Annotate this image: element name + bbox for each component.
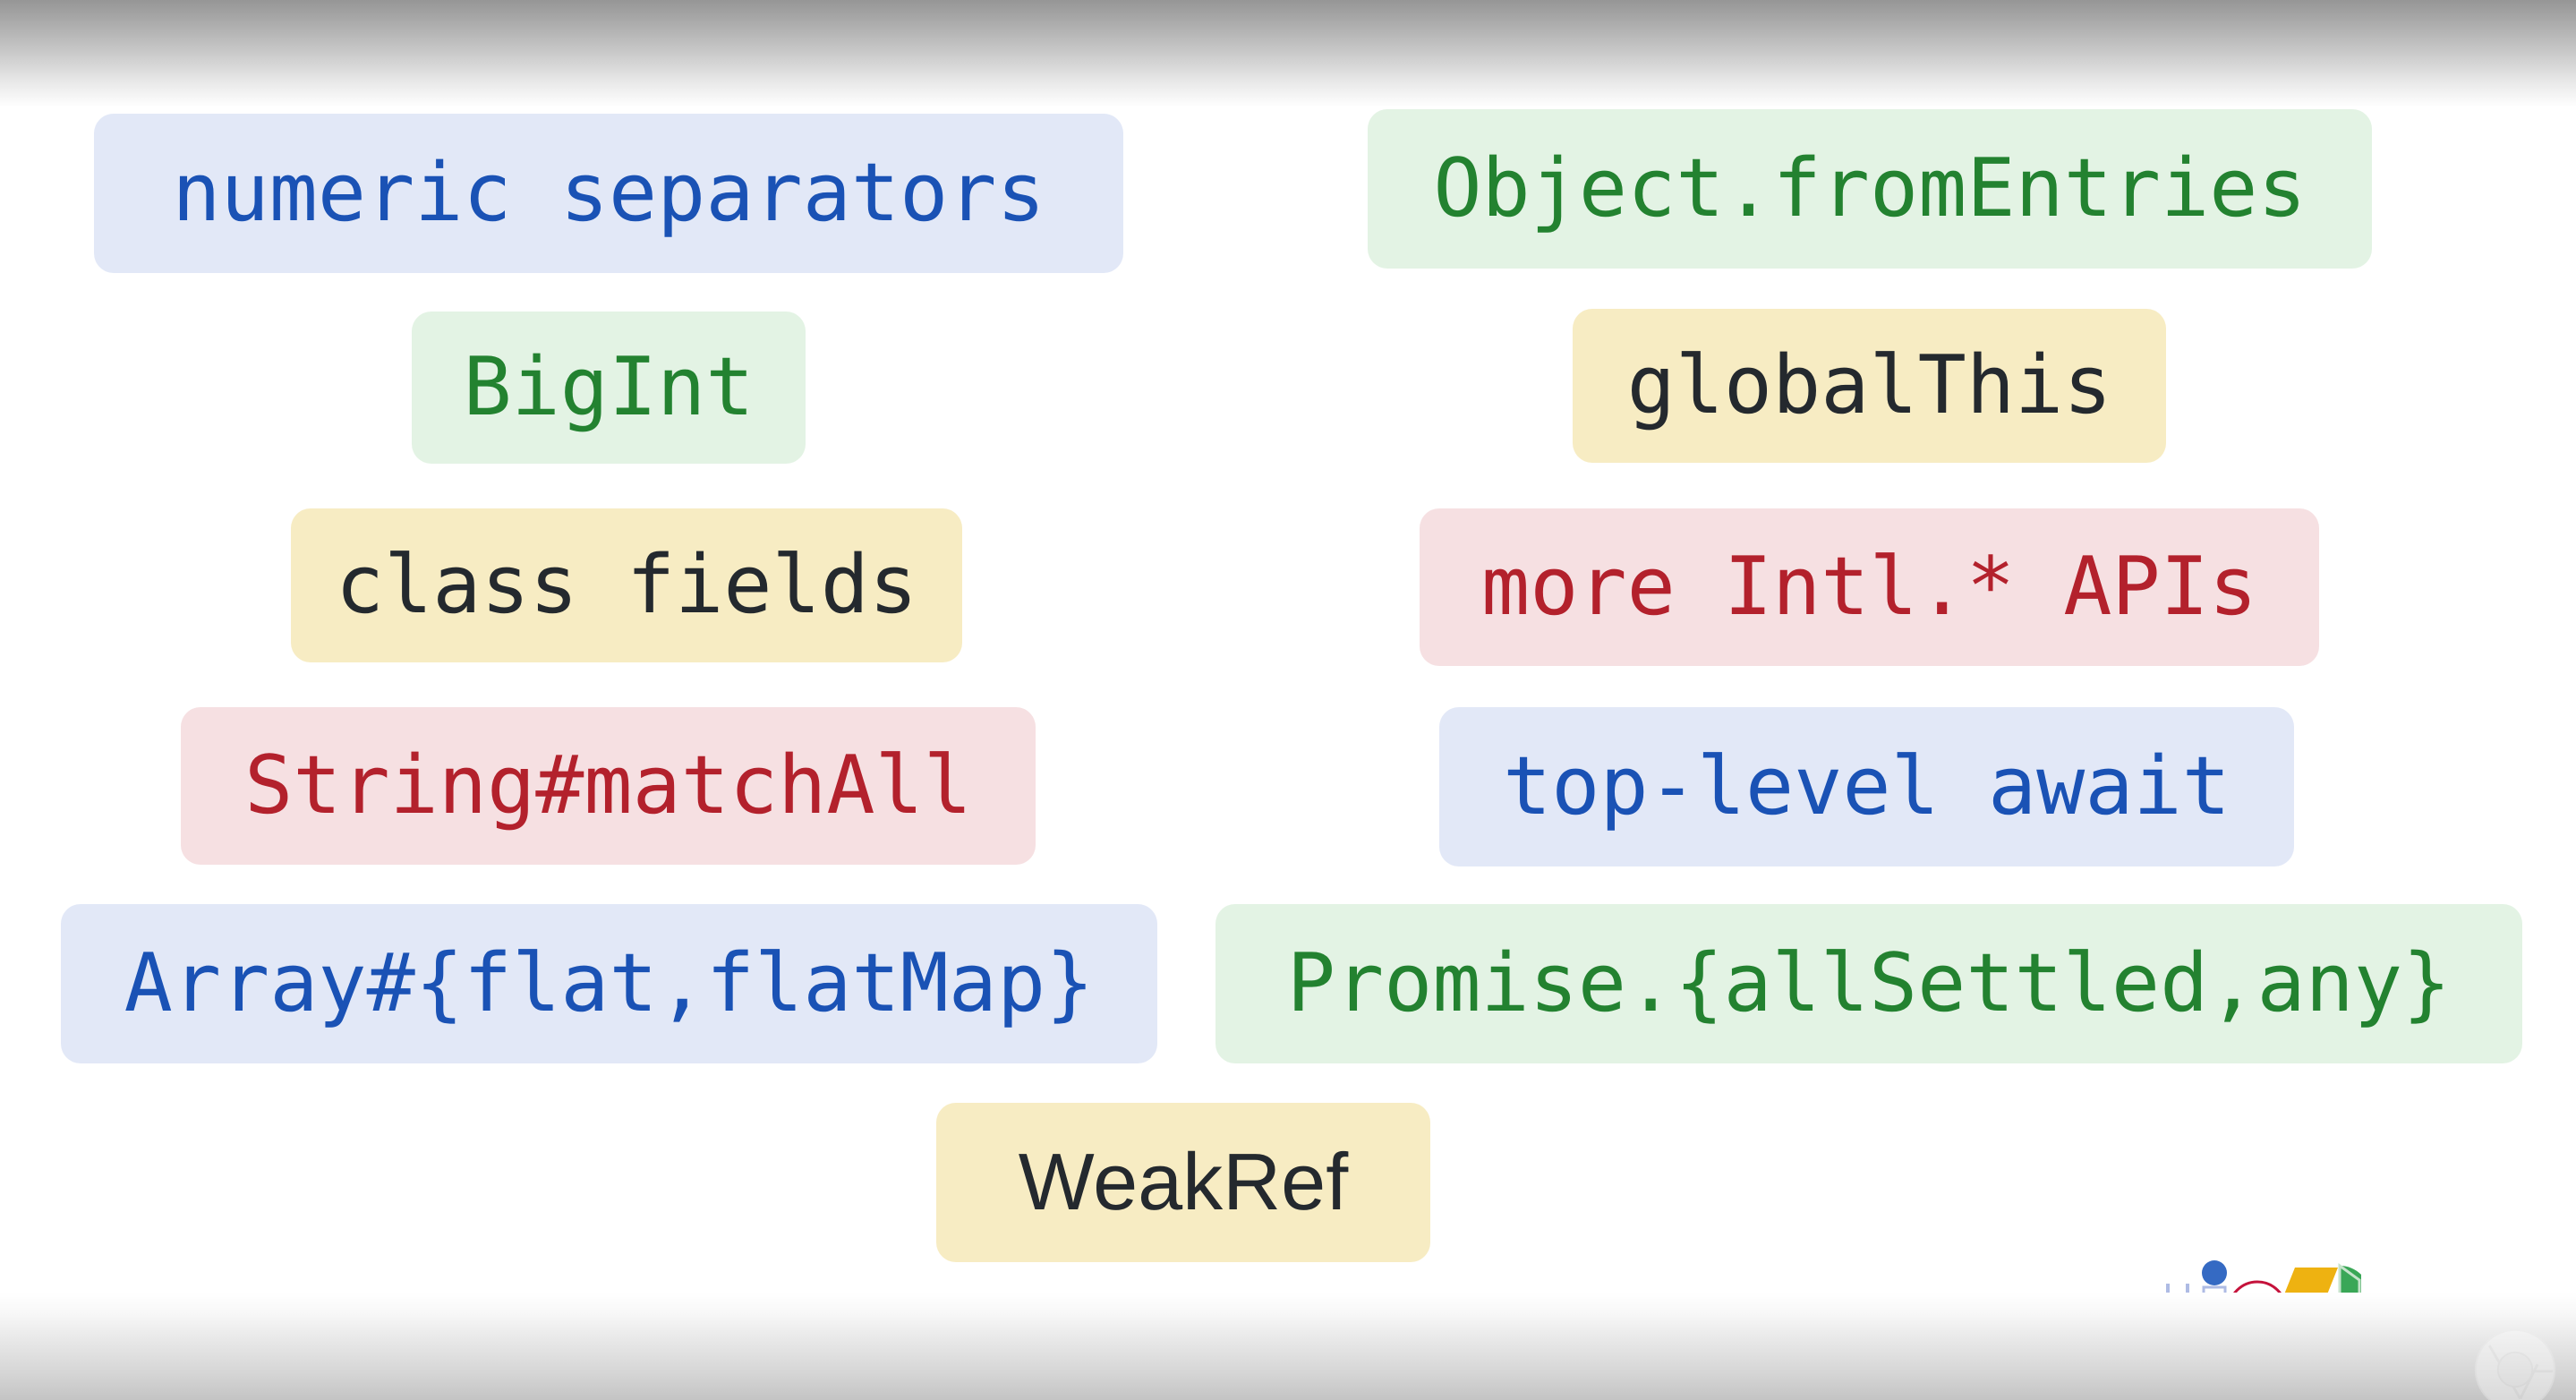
feature-chip-label: top-level await [1503, 739, 2231, 833]
feature-chip-more-intl-apis: more Intl.* APIs [1420, 508, 2319, 666]
feature-chip-array-flat-flatmap: Array#{flat,flatMap} [61, 904, 1157, 1063]
feature-chip-label: more Intl.* APIs [1481, 540, 2257, 634]
feature-chip-numeric-separators: numeric separators [94, 114, 1123, 273]
feature-chip-label: globalThis [1626, 338, 2112, 432]
feature-chip-label: numeric separators [172, 146, 1045, 240]
feature-chip-bigint: BigInt [412, 312, 806, 464]
feature-chip-promise-allsettled-any: Promise.{allSettled,any} [1215, 904, 2522, 1063]
feature-chip-top-level-await: top-level await [1439, 707, 2294, 866]
feature-chip-object-fromentries: Object.fromEntries [1368, 109, 2372, 269]
feature-chip-label: String#matchAll [244, 738, 972, 832]
green-shape [2338, 1263, 2361, 1341]
feature-chip-label: BigInt [463, 340, 755, 434]
feature-chip-label: Object.fromEntries [1433, 141, 2307, 235]
feature-chip-globalthis: globalThis [1573, 309, 2166, 463]
feature-chip-label: WeakRef [1018, 1138, 1349, 1227]
letter-i-stem [2202, 1285, 2227, 1341]
feature-chip-string-matchall: String#matchAll [181, 707, 1036, 865]
top-vignette [0, 0, 2576, 107]
letter-o-bowl [2227, 1280, 2288, 1341]
google-io-logo [2155, 1260, 2361, 1341]
lamp-shape [2284, 1268, 2338, 1341]
feature-chip-label: class fields [335, 538, 918, 632]
feature-chip-label: Array#{flat,flatMap} [124, 936, 1095, 1030]
feature-chip-weakref: WeakRef [936, 1103, 1430, 1262]
feature-chip-class-fields: class fields [291, 508, 962, 662]
letter-i-dot [2202, 1260, 2227, 1285]
hash-icon [2155, 1284, 2200, 1339]
feature-chip-label: Promise.{allSettled,any} [1286, 936, 2452, 1030]
v8-watermark-icon [2474, 1328, 2556, 1400]
